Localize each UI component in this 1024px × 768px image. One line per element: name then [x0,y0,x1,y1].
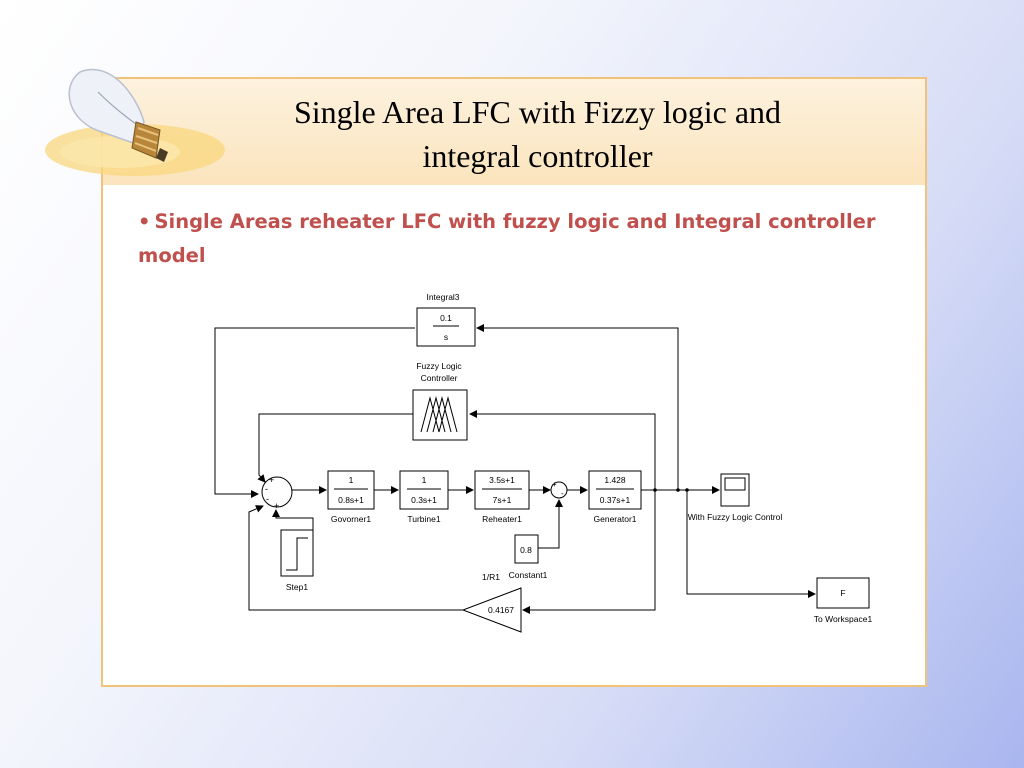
reheater-block: 3.5s+1 7s+1 Reheater1 [474,470,530,524]
title-line-1: Single Area LFC with Fizzy logic and [293,94,782,130]
gain-value: 0.4167 [488,605,514,615]
governor-numerator: 1 [349,475,354,485]
signal-wires [214,324,816,614]
bullet-text: Single Areas reheater LFC with fuzzy log… [138,210,876,267]
integral-label: Integral3 [426,292,459,302]
governor-block: 1 0.8s+1 Govorner1 [327,470,375,524]
gain-block: 1/R1 0.4167 [461,572,522,633]
integral-block: Integral3 0.1 s [416,292,476,347]
sum2-sign-bottom: - [561,489,564,498]
turbine-label: Turbine1 [407,514,441,524]
sum-junction-1: - + - + [261,475,293,511]
workspace-variable: F [840,588,845,598]
sum1-sign-top: + [269,475,274,485]
turbine-denominator: 0.3s+1 [411,495,437,505]
generator-block: 1.428 0.37s+1 Generator1 [588,470,642,524]
to-workspace-block: F To Workspace1 [814,577,873,624]
scope-label: With Fuzzy Logic Control [688,512,783,522]
bullet-marker: • [138,210,151,233]
branch-points [653,488,689,492]
turbine-block: 1 0.3s+1 Turbine1 [399,470,449,524]
sum2-sign-left: + [552,480,557,489]
sum1-sign-bottom: + [274,501,279,511]
reheater-label: Reheater1 [482,514,522,524]
turbine-numerator: 1 [422,475,427,485]
constant-label: Constant1 [509,570,548,580]
integral-denominator: s [444,332,448,342]
constant-value: 0.8 [520,545,532,555]
slide-title: Single Area LFC with Fizzy logic and int… [200,90,875,178]
governor-label: Govorner1 [331,514,371,524]
sum1-sign-left: - [265,484,268,494]
title-line-2: integral controller [422,138,653,174]
reheater-denominator: 7s+1 [493,495,512,505]
sum-junction-2: + - [550,480,568,499]
light-bulb-icon [45,68,225,176]
generator-denominator: 0.37s+1 [600,495,631,505]
title-band [103,79,925,185]
membership-functions-icon [420,396,458,433]
constant-block: 0.8 Constant1 [509,534,548,580]
simulink-diagram-panel: Integral3 0.1 s Fuzzy Logic Controller -… [145,282,897,650]
fuzzy-controller-block: Fuzzy Logic Controller [412,361,468,441]
reheater-numerator: 3.5s+1 [489,475,515,485]
sum1-sign-middle: - [266,494,269,504]
bullet-point: •Single Areas reheater LFC with fuzzy lo… [138,205,918,273]
governor-denominator: 0.8s+1 [338,495,364,505]
generator-numerator: 1.428 [604,475,626,485]
generator-label: Generator1 [594,514,637,524]
step-block: Step1 [280,529,314,592]
block-diagram: Integral3 0.1 s Fuzzy Logic Controller -… [214,292,873,633]
integral-numerator: 0.1 [440,313,452,323]
fuzzy-label-line-1: Fuzzy Logic [416,361,462,371]
workspace-label: To Workspace1 [814,614,873,624]
step-label: Step1 [286,582,308,592]
fuzzy-label-line-2: Controller [421,373,458,383]
gain-label: 1/R1 [482,572,500,582]
scope-block: With Fuzzy Logic Control [688,473,783,522]
